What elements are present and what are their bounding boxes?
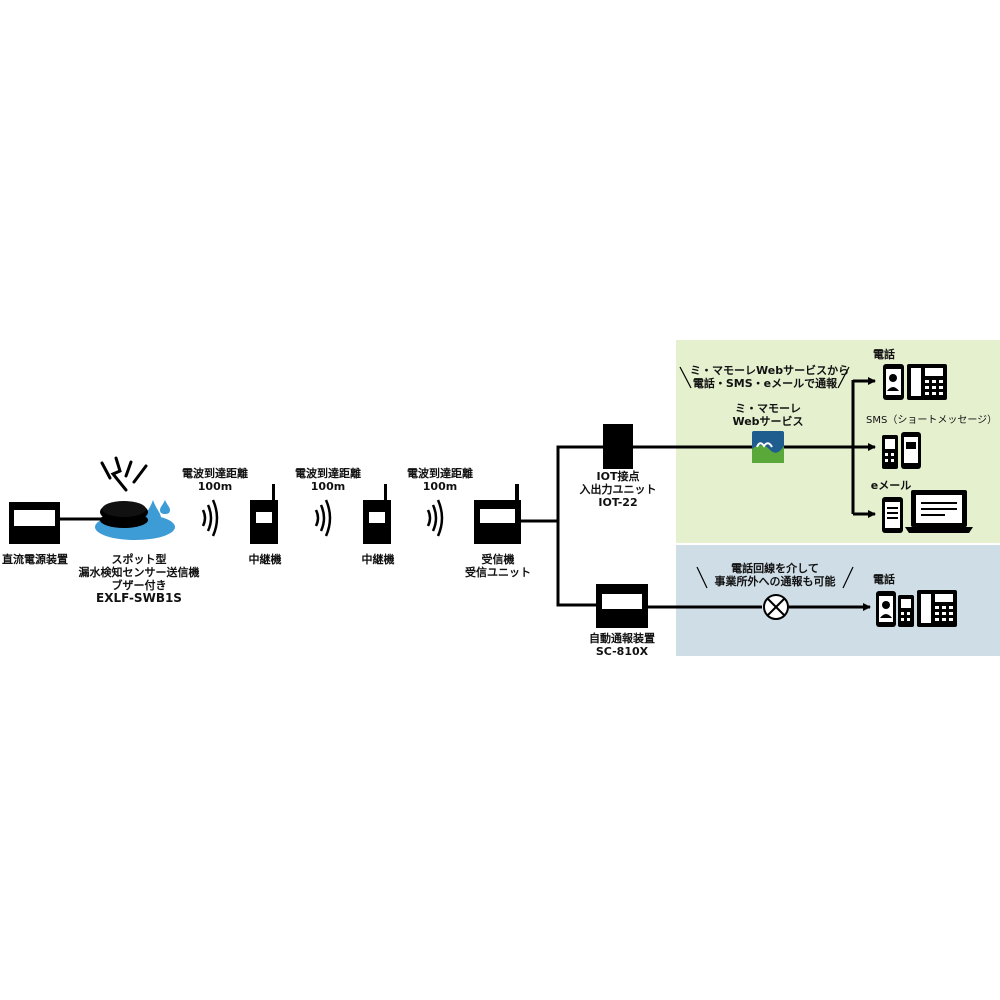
auto-dialer-device xyxy=(596,584,648,628)
iot-unit-label: IOT接点 入出力ユニット IOT-22 xyxy=(579,470,657,509)
sms-smartphone-icon xyxy=(901,432,921,469)
phone-label: 電話 xyxy=(873,348,895,361)
dc-power-device xyxy=(9,502,60,544)
leak-sensor-device xyxy=(95,456,175,540)
desk-phone-icon xyxy=(907,364,947,400)
blue-feature-phone-icon xyxy=(898,595,914,627)
email-smartphone-icon xyxy=(882,497,903,533)
distance-label-3: 電波到達距離 100m xyxy=(407,467,473,493)
distance-label-1: 電波到達距離 100m xyxy=(182,467,248,493)
branch-vertical-line xyxy=(556,445,603,607)
repeater-device-1 xyxy=(250,484,278,544)
phone-line-note: 電話回線を介して 事業所外への通報も可能 xyxy=(714,562,836,588)
dc-power-label: 直流電源装置 xyxy=(2,553,68,566)
radio-wave-icon-1 xyxy=(201,499,219,537)
blue-smartphone-icon xyxy=(876,591,896,627)
feature-phone-icon xyxy=(882,435,898,469)
buzzer-alert-icon xyxy=(100,456,148,492)
repeater-label-1: 中継機 xyxy=(248,553,282,566)
distance-label-2: 電波到達距離 100m xyxy=(295,467,361,493)
sms-label: SMS（ショートメッセージ） xyxy=(866,415,998,426)
mimamore-logo-icon xyxy=(752,431,784,463)
smartphone-icon xyxy=(883,364,904,400)
email-label: eメール xyxy=(870,479,912,492)
repeater-device-2 xyxy=(363,484,391,544)
blue-desk-phone-icon xyxy=(917,590,957,627)
blue-phone-label: 電話 xyxy=(873,573,895,586)
line-connection-icon xyxy=(763,594,789,620)
iot-unit-device xyxy=(603,424,633,469)
radio-wave-icon-2 xyxy=(314,499,332,537)
small-water-drop-icon xyxy=(160,500,170,514)
sensor-label: スポット型 漏水検知センサー送信機 ブザー付き EXLF-SWB1S xyxy=(78,553,200,605)
note-brackets xyxy=(679,366,854,589)
radio-wave-icon-3 xyxy=(426,499,444,537)
laptop-icon xyxy=(905,490,973,533)
connection-lines xyxy=(60,377,876,611)
receiver-label: 受信機 受信ユニット xyxy=(465,553,531,579)
receiver-device xyxy=(474,484,521,544)
auto-dialer-label: 自動通報装置 SC-810X xyxy=(589,632,655,658)
web-service-note: ミ・マモーレWebサービスから 電話・SMS・eメールで通報 xyxy=(690,364,850,390)
repeater-label-2: 中継機 xyxy=(361,553,395,566)
web-service-label: ミ・マモーレ Webサービス xyxy=(732,402,804,428)
